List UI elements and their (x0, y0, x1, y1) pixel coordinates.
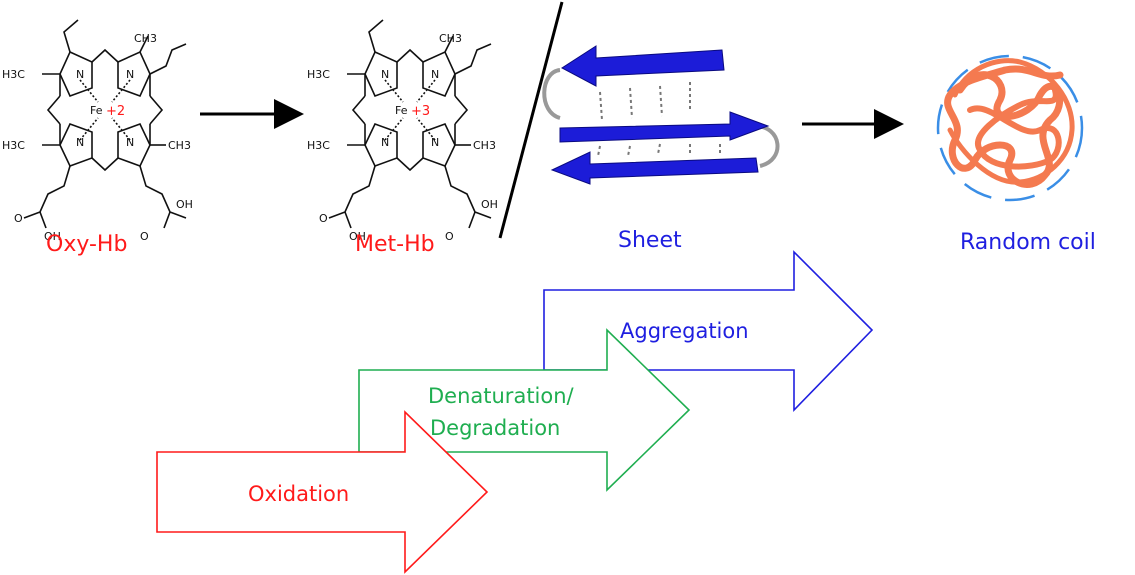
atom-label: CH3 (473, 139, 496, 152)
atom-label: H3C (307, 68, 330, 81)
atom-label: N (381, 68, 389, 81)
oxidation-label: Oxidation (248, 482, 350, 506)
atom-label: N (76, 136, 84, 149)
aggregation-label: Aggregation (620, 319, 749, 343)
atom-label: H3C (2, 139, 25, 152)
fe-charge: +2 (106, 104, 125, 119)
atom-label: Fe (395, 104, 408, 117)
sheet-label: Sheet (618, 228, 682, 253)
met-hb-molecule (328, 19, 492, 229)
atom-label: O (14, 212, 23, 225)
beta-sheet-structure (542, 45, 780, 185)
atom-label: OH (44, 230, 61, 243)
atom-label: OH (481, 198, 498, 211)
met-hb-label: Met-Hb (355, 232, 435, 257)
atom-label: OH (349, 230, 366, 243)
oxidation-block-arrow (156, 410, 489, 574)
denaturation-label-line2: Degradation (430, 416, 561, 440)
atom-label: N (76, 68, 84, 81)
oxy-hb-atom-labels: CH3 H3C H3C CH3 N N N N Fe +2 O OH O OH (2, 32, 193, 243)
atom-label: CH3 (134, 32, 157, 45)
atom-label: H3C (307, 139, 330, 152)
atom-label: N (126, 136, 134, 149)
met-hb-atom-labels: CH3 H3C H3C CH3 N N N N Fe +3 O OH O OH (307, 32, 498, 243)
atom-label: CH3 (439, 32, 462, 45)
atom-label: N (431, 136, 439, 149)
atom-label: N (381, 136, 389, 149)
atom-label: N (431, 68, 439, 81)
atom-label: CH3 (168, 139, 191, 152)
atom-label: N (126, 68, 134, 81)
atom-label: OH (176, 198, 193, 211)
atom-label: O (140, 230, 149, 243)
atom-label: O (445, 230, 454, 243)
section-divider (498, 1, 564, 239)
oxy-hb-molecule (23, 19, 187, 229)
denaturation-label-line1: Denaturation/ (428, 384, 574, 408)
atom-label: Fe (90, 104, 103, 117)
oxy-hb-label: Oxy-Hb (46, 232, 128, 257)
atom-label: H3C (2, 68, 25, 81)
fe-charge: +3 (411, 104, 430, 119)
random-coil-label: Random coil (960, 230, 1096, 255)
random-coil-structure (936, 54, 1084, 202)
atom-label: O (319, 212, 328, 225)
